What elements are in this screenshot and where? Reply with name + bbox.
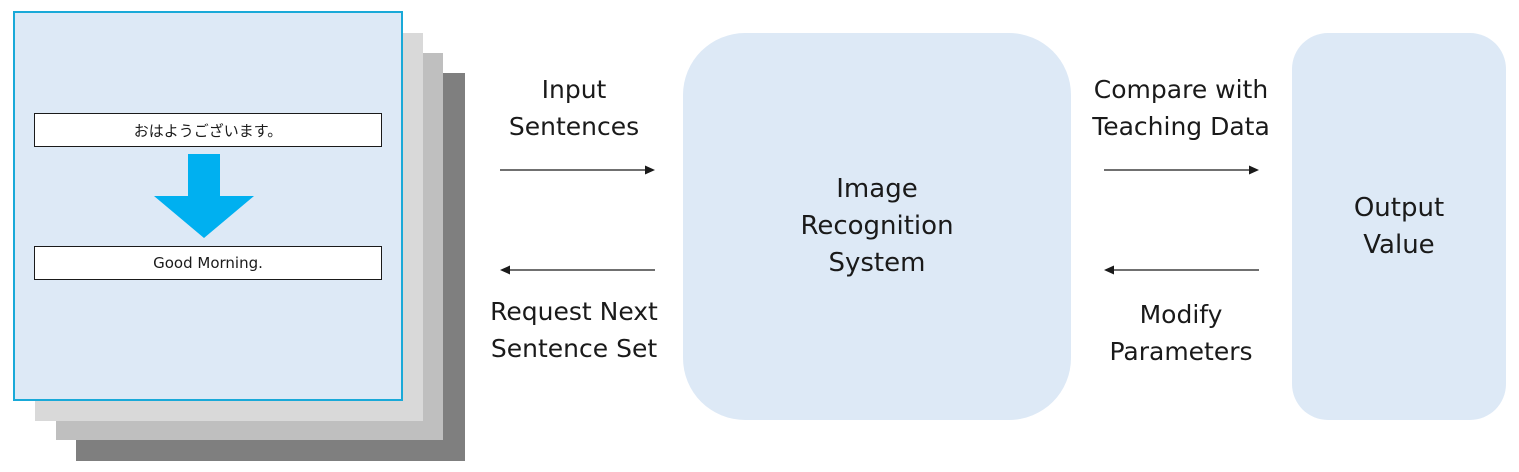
target-sentence-text: Good Morning. (153, 254, 263, 272)
input-sentences-label: Input Sentences (474, 71, 674, 145)
compare-teaching-label: Compare with Teaching Data (1081, 71, 1281, 145)
system-title-line-3: System (828, 248, 926, 278)
request-next-label: Request Next Sentence Set (474, 293, 674, 367)
input-sentences-line-2: Sentences (508, 112, 640, 141)
input-sentences-line-1: Input (541, 75, 607, 104)
request-next-line-1: Request Next (490, 297, 658, 326)
input-right-arrow-icon (500, 165, 655, 175)
modify-parameters-line-2: Parameters (1109, 337, 1253, 366)
request-next-line-2: Sentence Set (490, 334, 658, 363)
image-recognition-system-box: Image Recognition System (683, 33, 1071, 420)
output-title-line-2: Value (1363, 229, 1435, 260)
source-sentence-text: おはようございます。 (133, 121, 283, 140)
translation-down-arrow-icon (154, 154, 254, 238)
request-left-arrow-icon (500, 265, 655, 275)
system-title-line-1: Image (836, 174, 918, 204)
sentence-set-card (13, 11, 403, 401)
output-title: Output Value (1354, 190, 1444, 264)
output-value-box: Output Value (1292, 33, 1506, 420)
system-title-line-2: Recognition (800, 211, 954, 241)
target-sentence-box: Good Morning. (34, 246, 382, 280)
source-sentence-box: おはようございます。 (34, 113, 382, 147)
modify-parameters-line-1: Modify (1139, 300, 1223, 329)
compare-teaching-line-2: Teaching Data (1092, 112, 1270, 141)
output-title-line-1: Output (1353, 192, 1445, 223)
system-title: Image Recognition System (800, 171, 953, 282)
compare-teaching-line-1: Compare with (1093, 75, 1269, 104)
compare-right-arrow-icon (1104, 165, 1259, 175)
modify-left-arrow-icon (1104, 265, 1259, 275)
modify-parameters-label: Modify Parameters (1081, 296, 1281, 370)
